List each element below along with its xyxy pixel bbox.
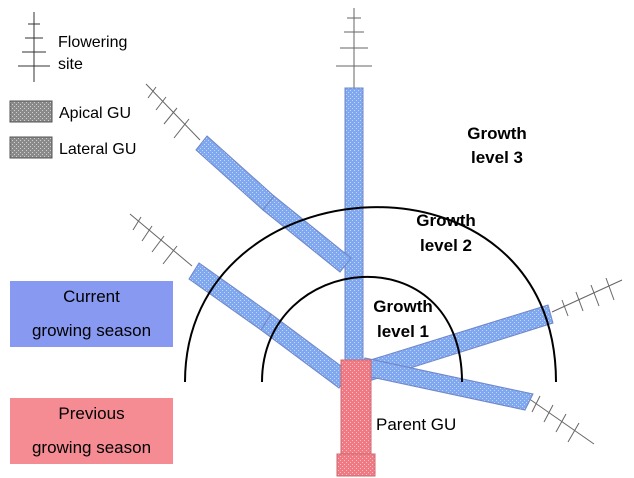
growth-level-2-label-1: Growth [416,211,476,230]
flowering-site-lower-right [527,395,595,445]
previous-season-box: Previous growing season [10,398,173,464]
previous-season-label-2: growing season [31,438,152,457]
previous-season-label-1: Previous [58,404,125,423]
flowering-site-mid-left [129,213,193,267]
current-season-box: Current growing season [10,281,173,347]
lateral-gu-lower-right-branch [356,357,534,411]
growth-level-3-label-2: level 3 [471,148,523,167]
parent-gu-stem [340,359,372,455]
current-season-label-2: growing season [31,321,152,340]
legend-lateral-label: Lateral GU [59,141,136,158]
apical-gu-mid-left-outer [188,262,272,331]
parent-gu-base [336,453,376,477]
flowering-site-top [336,8,372,88]
lateral-gu-upper-left-inner [262,195,352,273]
growth-level-2-arc [184,206,557,383]
lateral-gu-mid-left-inner [260,313,350,389]
growth-level-1-arc [261,276,463,383]
apical-gu-main-axis [344,87,364,363]
lateral-gu-swatch [9,136,53,159]
flowering-site-upper-left [145,83,201,141]
growth-level-2-label-2: level 2 [420,236,472,255]
growth-level-1-label-2: level 1 [377,322,429,341]
flowering-site-legend-icon [18,12,50,82]
flowering-site-right [551,277,623,317]
apical-gu-upper-left-outer [195,135,275,211]
growth-level-3-label-1: Growth [467,124,527,143]
parent-gu-label: Parent GU [376,415,456,434]
apical-gu-swatch [9,100,53,123]
legend-flowering-label-1: Flowering [58,34,127,51]
current-season-label-1: Current [63,287,120,306]
legend-apical-label: Apical GU [59,105,131,122]
growth-level-1-label-1: Growth [373,297,433,316]
legend-flowering-label-2: site [58,56,83,73]
